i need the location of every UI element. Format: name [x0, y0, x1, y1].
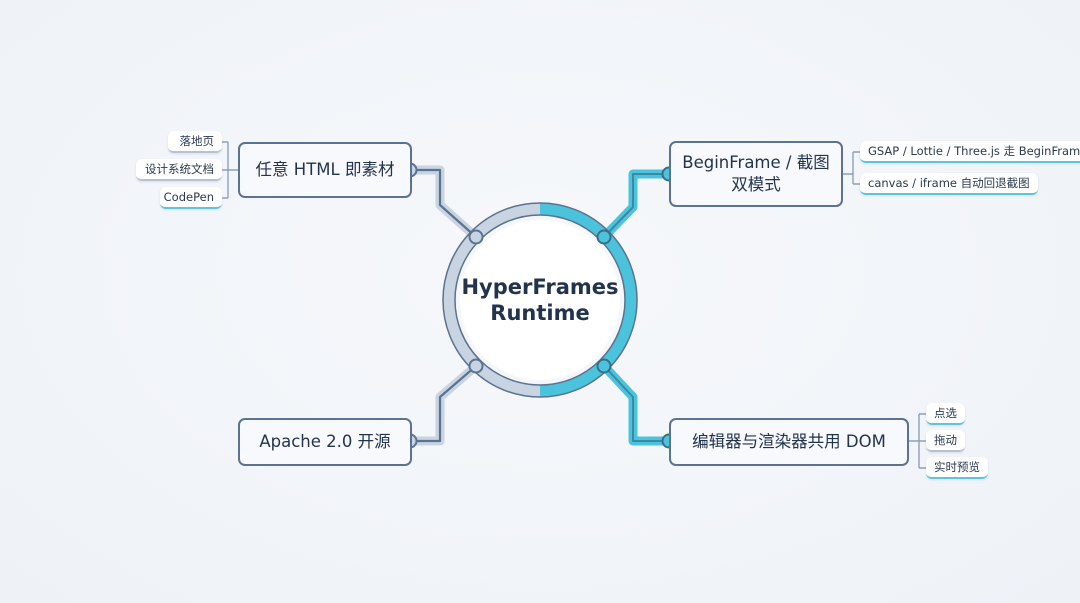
connector-bottom-left [405, 361, 481, 446]
child-topic[interactable]: 点选 [926, 403, 965, 425]
branch-node-top-right[interactable]: BeginFrame / 截图 双模式 [669, 141, 843, 207]
branch-label-top-right-line1: BeginFrame / 截图 [682, 153, 830, 172]
branch-node-bottom-right[interactable]: 编辑器与渲染器共用 DOM [669, 418, 909, 466]
ring-accent-arc [539, 203, 637, 397]
bracket-top-left [222, 141, 238, 199]
branch-node-top-left[interactable]: 任意 HTML 即素材 [238, 142, 412, 198]
joint-dot-top-left [468, 229, 484, 245]
branch-label-bottom-left: Apache 2.0 开源 [259, 432, 391, 451]
branch-label-bottom-right: 编辑器与渲染器共用 DOM [692, 432, 886, 451]
central-topic[interactable]: HyperFrames Runtime [460, 220, 620, 380]
child-topic[interactable]: 拖动 [926, 430, 965, 452]
joint-dot-bottom-left [468, 358, 484, 374]
child-topic[interactable]: CodePen [160, 187, 222, 209]
bracket-top-right [843, 151, 860, 185]
child-topic[interactable]: 设计系统文档 [136, 159, 222, 181]
child-topic[interactable]: 落地页 [168, 131, 222, 153]
joint-dot-top-right [596, 229, 612, 245]
central-topic-line2: Runtime [490, 301, 590, 325]
child-topic[interactable]: GSAP / Lottie / Three.js 走 BeginFrame [860, 141, 1080, 163]
branch-label-top-left: 任意 HTML 即素材 [255, 160, 395, 179]
bracket-bottom-right [909, 413, 926, 469]
central-topic-line1: HyperFrames [461, 275, 619, 299]
branch-label-top-right-line2: 双模式 [731, 175, 781, 194]
joint-dot-bottom-right [596, 358, 612, 374]
child-topic[interactable]: canvas / iframe 自动回退截图 [860, 173, 1038, 195]
child-topic[interactable]: 实时预览 [926, 457, 988, 479]
branch-node-bottom-left[interactable]: Apache 2.0 开源 [238, 418, 412, 466]
